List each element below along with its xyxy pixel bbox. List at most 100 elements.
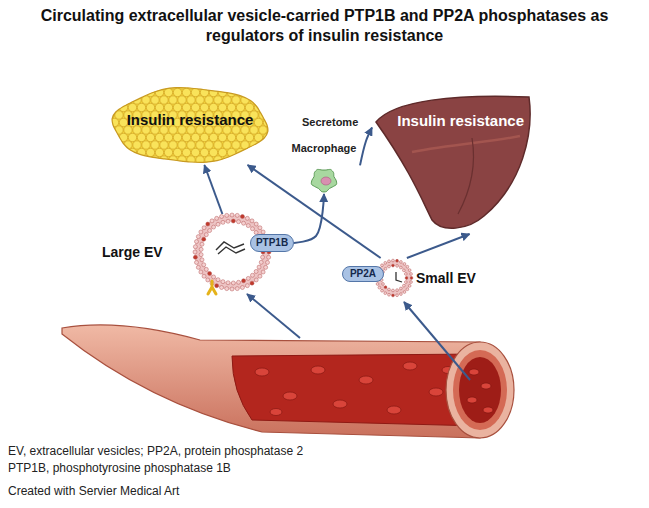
fat-cell bbox=[196, 141, 204, 149]
lipid-head bbox=[221, 220, 225, 224]
vesicle-membrane bbox=[379, 263, 409, 293]
fat-cell bbox=[191, 163, 199, 171]
diagram-title: Circulating extracellular vesicle-carrie… bbox=[10, 6, 639, 46]
fat-cell bbox=[173, 133, 181, 141]
fat-cell bbox=[115, 96, 123, 104]
fat-cell bbox=[223, 96, 231, 104]
fat-cell bbox=[124, 81, 132, 89]
fat-cell bbox=[250, 81, 258, 89]
fat-cell bbox=[245, 133, 253, 141]
footnote: PTP1B, phosphotyrosine phosphatase 1B bbox=[8, 461, 231, 476]
lipid-head bbox=[382, 283, 385, 286]
lipid-head bbox=[384, 292, 387, 295]
lipid-head bbox=[405, 277, 408, 280]
lipid-head bbox=[246, 224, 250, 228]
lipid-head bbox=[384, 261, 387, 264]
lipid-head bbox=[254, 222, 258, 226]
fat-cell bbox=[259, 81, 267, 89]
vesicle-label: Small EV bbox=[416, 270, 476, 286]
arrow-connector bbox=[204, 165, 222, 214]
lipid-head bbox=[200, 242, 204, 246]
small-vesicle: Small EVPP2A bbox=[342, 258, 480, 298]
lipid-head bbox=[202, 237, 206, 241]
blood-vessel bbox=[62, 325, 480, 438]
fat-cell bbox=[164, 163, 172, 171]
lipid-head bbox=[250, 219, 254, 223]
fat-cell bbox=[164, 103, 172, 111]
lipid-head bbox=[264, 265, 268, 269]
lipid-head bbox=[257, 265, 261, 269]
organ-label: Insulin resistance bbox=[372, 112, 532, 129]
fat-cell bbox=[200, 148, 208, 156]
fat-cell bbox=[241, 81, 249, 89]
lipid-head bbox=[267, 255, 271, 259]
fat-cell bbox=[137, 88, 145, 96]
fat-cell bbox=[268, 81, 276, 89]
fat-cell bbox=[128, 133, 136, 141]
fat-cell bbox=[236, 103, 244, 111]
lipid-head bbox=[245, 284, 249, 288]
protein-label: PTP1B bbox=[251, 235, 293, 251]
fat-cell bbox=[205, 156, 213, 164]
fat-cell bbox=[169, 96, 177, 104]
lipid-head bbox=[242, 221, 246, 225]
lipid-head bbox=[199, 230, 203, 234]
fat-cell bbox=[106, 141, 114, 149]
fat-cell bbox=[263, 148, 271, 156]
fat-cell bbox=[245, 103, 253, 111]
fat-cell bbox=[142, 81, 150, 89]
fat-cell bbox=[209, 148, 217, 156]
lipid-head bbox=[225, 213, 229, 217]
footnote: Created with Servier Medical Art bbox=[8, 484, 179, 499]
macrophage-nucleus bbox=[321, 177, 331, 185]
fat-cell bbox=[209, 133, 217, 141]
arrow-connector bbox=[360, 128, 372, 166]
blood-cells bbox=[467, 369, 493, 413]
fat-cell bbox=[178, 156, 186, 164]
fat-cell bbox=[218, 148, 226, 156]
lipid-head bbox=[235, 287, 239, 291]
fat-cell bbox=[191, 88, 199, 96]
release-arrow bbox=[404, 302, 470, 380]
fat-cell bbox=[115, 81, 123, 89]
fat-cell bbox=[205, 96, 213, 104]
vessel-lumen-section bbox=[459, 357, 501, 423]
lipid-head bbox=[388, 260, 391, 263]
lipid-head bbox=[216, 222, 220, 226]
lipid-head bbox=[226, 281, 230, 285]
lipid-head bbox=[230, 213, 234, 217]
rna-cargo bbox=[216, 242, 245, 254]
fat-cell bbox=[232, 81, 240, 89]
fat-cell bbox=[205, 141, 213, 149]
fat-cell bbox=[106, 81, 114, 89]
fat-cell bbox=[155, 148, 163, 156]
vesicle-label: Large EV bbox=[102, 244, 163, 260]
lipid-head bbox=[396, 289, 399, 292]
lipid-head bbox=[199, 247, 203, 251]
fat-cell bbox=[214, 141, 222, 149]
fat-cell bbox=[151, 81, 159, 89]
lipid-head bbox=[225, 287, 229, 291]
lipid-head bbox=[408, 269, 411, 272]
fat-cell bbox=[259, 156, 267, 164]
lipid-head bbox=[402, 284, 405, 287]
lipid-head bbox=[403, 291, 406, 294]
adipose-tissue: Insulin resistance bbox=[110, 85, 270, 165]
fat-cell bbox=[209, 163, 217, 171]
fat-cell bbox=[250, 156, 258, 164]
fat-cell bbox=[236, 163, 244, 171]
lipid-head bbox=[388, 293, 391, 296]
fat-cell bbox=[268, 156, 276, 164]
fat-cell bbox=[263, 103, 271, 111]
cell-label: Macrophage bbox=[288, 142, 360, 154]
fat-cell bbox=[160, 156, 168, 164]
lipid-head bbox=[406, 288, 409, 291]
vessel-media-section bbox=[453, 350, 507, 430]
fat-cell bbox=[106, 156, 114, 164]
fat-cell bbox=[214, 81, 222, 89]
lipid-head bbox=[199, 270, 203, 274]
lipid-head bbox=[193, 245, 197, 249]
fat-cell bbox=[254, 118, 262, 126]
lipid-head bbox=[378, 286, 381, 289]
lipid-head bbox=[410, 277, 413, 280]
